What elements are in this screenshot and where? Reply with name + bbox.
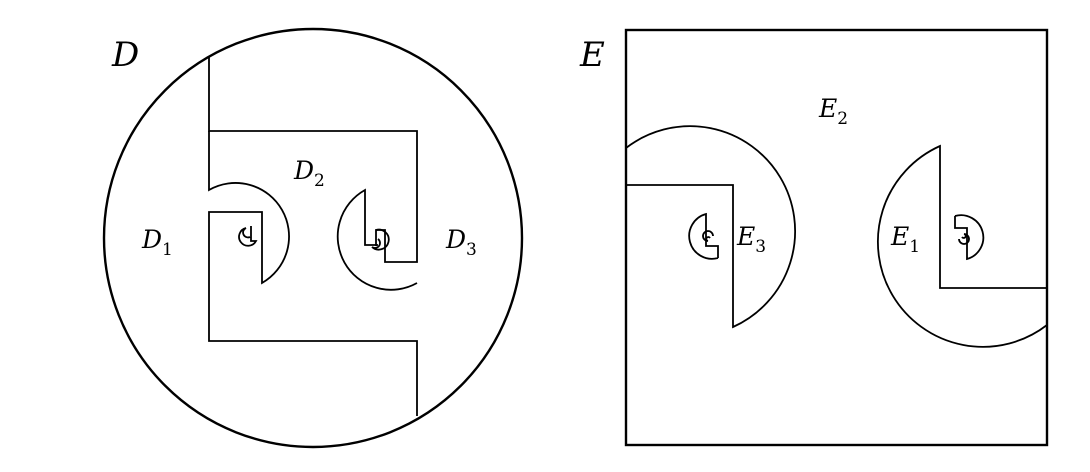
- region-label-e3: E3: [736, 222, 766, 257]
- d1-inner-spiral: [238, 226, 258, 247]
- region-label-d2: D2: [293, 156, 325, 191]
- d3-inner-spiral: [371, 228, 390, 251]
- d1-spiral-arc: [208, 131, 418, 416]
- e1-inner-spiral: [954, 214, 985, 261]
- region-label-e2: E2: [818, 94, 848, 129]
- e3-spiral-arc: [625, 125, 796, 329]
- region-label-d3: D3: [445, 225, 477, 260]
- region-label-d1: D1: [141, 225, 173, 260]
- e3-inner-curl: [702, 230, 714, 242]
- square-boundary: [624, 28, 1049, 447]
- disc-boundary: [102, 27, 524, 449]
- region-label-e1: E1: [890, 222, 920, 257]
- square-panel: E E2 E3 E1: [579, 28, 1049, 447]
- square-title: E: [579, 35, 605, 75]
- disc-title: D: [111, 35, 139, 75]
- disc-panel: D D1 D2 D3: [102, 27, 524, 449]
- e3-inner-spiral: [688, 212, 719, 260]
- d3-spiral-arc: [336, 188, 418, 291]
- e1-spiral-arc: [877, 144, 1048, 348]
- e1-inner-curl: [958, 233, 970, 245]
